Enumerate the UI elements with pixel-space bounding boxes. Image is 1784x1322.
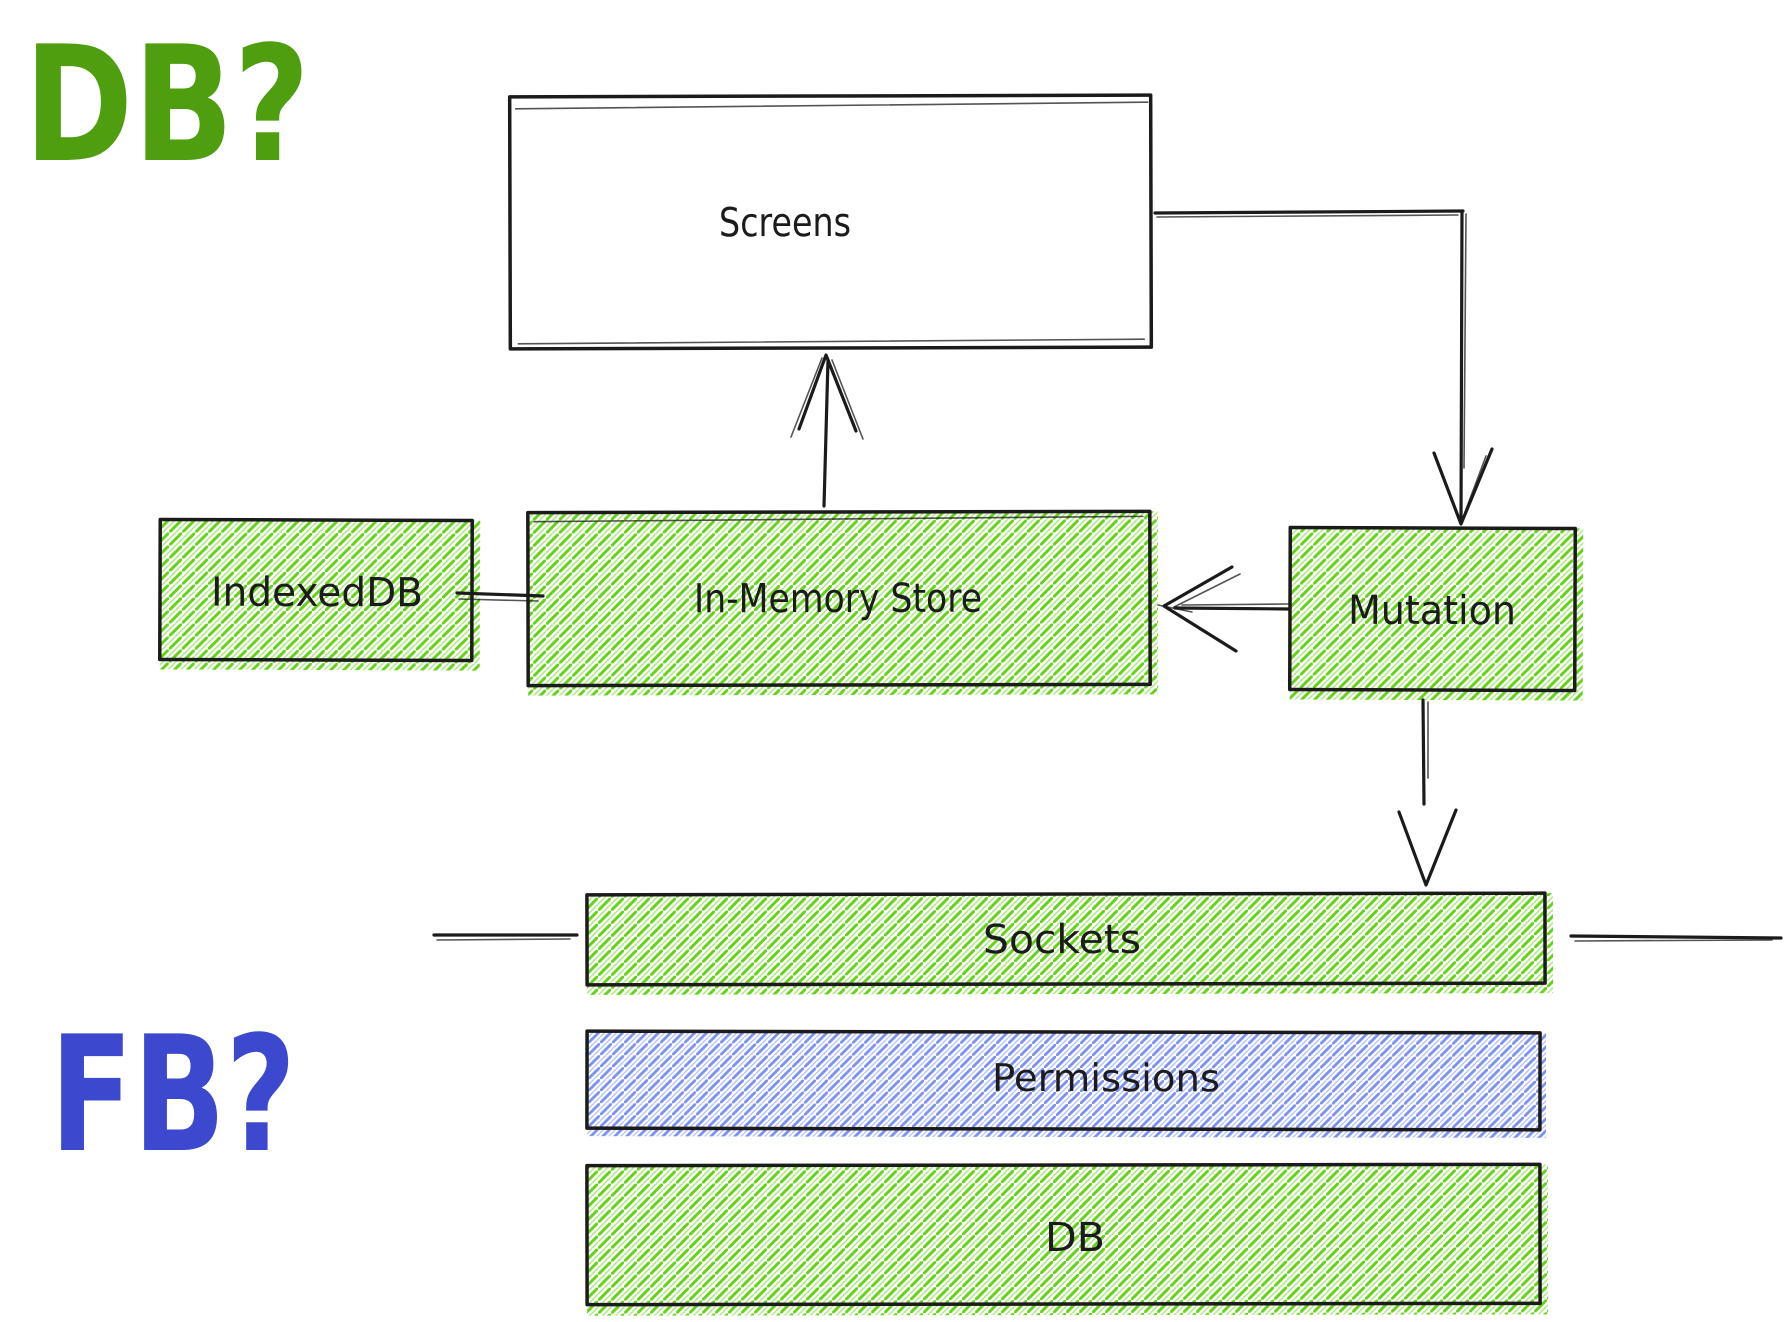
node-indexeddb[interactable]: IndexedDB xyxy=(158,517,481,671)
in-memory-store-hatch xyxy=(527,511,1159,696)
sketch-stroke xyxy=(1574,939,1773,942)
edge-indexeddb-to-in-memory-store[interactable] xyxy=(455,591,545,602)
sketch-stroke xyxy=(514,101,1149,110)
indexeddb-label: IndexedDB xyxy=(211,570,423,617)
sockets-box[interactable] xyxy=(585,891,1547,987)
sketch-stroke xyxy=(1181,603,1290,606)
sketch-stroke xyxy=(458,598,539,602)
node-screens[interactable]: Screens xyxy=(507,93,1154,351)
edge-mutation-to-sockets[interactable] xyxy=(1397,698,1458,887)
indexeddb-hatch xyxy=(159,519,481,671)
edge-segment xyxy=(822,358,830,508)
db-box[interactable] xyxy=(585,1162,1542,1307)
sketch-stroke xyxy=(1157,604,1193,613)
db-label: DB xyxy=(1045,1215,1105,1261)
annotation-fb-question[interactable]: FB? xyxy=(50,1001,296,1188)
edge-in-memory-store-to-screens[interactable] xyxy=(790,353,864,508)
sketch-stroke xyxy=(790,357,823,438)
node-in-memory-store[interactable]: In-Memory Store xyxy=(526,509,1159,696)
sketch-stroke xyxy=(1173,573,1241,608)
edge-segment xyxy=(1459,209,1464,523)
line-left-of-sockets[interactable] xyxy=(432,933,579,941)
sketch-stroke xyxy=(1156,214,1459,218)
screens-label: Screens xyxy=(719,200,851,246)
permissions-label: Permissions xyxy=(992,1056,1220,1100)
permissions-hatch xyxy=(586,1031,1547,1138)
edge-segment xyxy=(1421,698,1426,806)
node-sockets[interactable]: Sockets xyxy=(585,891,1554,995)
sketch-stroke xyxy=(517,338,1146,345)
screens-box[interactable] xyxy=(507,93,1154,351)
indexeddb-box[interactable] xyxy=(158,517,474,663)
edge-segment xyxy=(1173,606,1292,611)
edge-screens-to-mutation[interactable] xyxy=(1153,209,1494,526)
in-memory-store-box[interactable] xyxy=(526,509,1152,688)
permissions-box[interactable] xyxy=(585,1029,1542,1132)
sockets-label: Sockets xyxy=(983,917,1141,963)
sketch-stroke xyxy=(831,359,864,440)
sketch-stroke xyxy=(1463,213,1467,469)
annotation-db-question[interactable]: DB? xyxy=(24,11,310,198)
in-memory-store-label: In-Memory Store xyxy=(694,576,982,623)
edge-segment xyxy=(1569,934,1783,940)
node-permissions[interactable]: Permissions xyxy=(585,1029,1547,1138)
sketch-stroke xyxy=(533,515,1144,523)
line-right-of-sockets[interactable] xyxy=(1569,934,1783,942)
edge-segment xyxy=(455,591,545,598)
node-mutation[interactable]: Mutation xyxy=(1287,525,1584,701)
edge-mutation-to-in-memory-store[interactable] xyxy=(1157,565,1292,653)
mutation-hatch xyxy=(1289,527,1584,701)
sketch-stroke xyxy=(1464,455,1487,513)
sockets-hatch xyxy=(586,893,1554,995)
arrowhead-down-icon xyxy=(1432,447,1494,526)
arrowhead-down-icon xyxy=(1397,808,1458,887)
db-hatch xyxy=(586,1164,1549,1316)
arrowhead-up-icon xyxy=(797,353,858,433)
sketch-stroke xyxy=(436,938,571,941)
edge-segment xyxy=(1153,209,1465,215)
mutation-label: Mutation xyxy=(1348,588,1516,635)
sketch-stroke xyxy=(1431,817,1453,873)
node-db[interactable]: DB xyxy=(585,1162,1549,1316)
